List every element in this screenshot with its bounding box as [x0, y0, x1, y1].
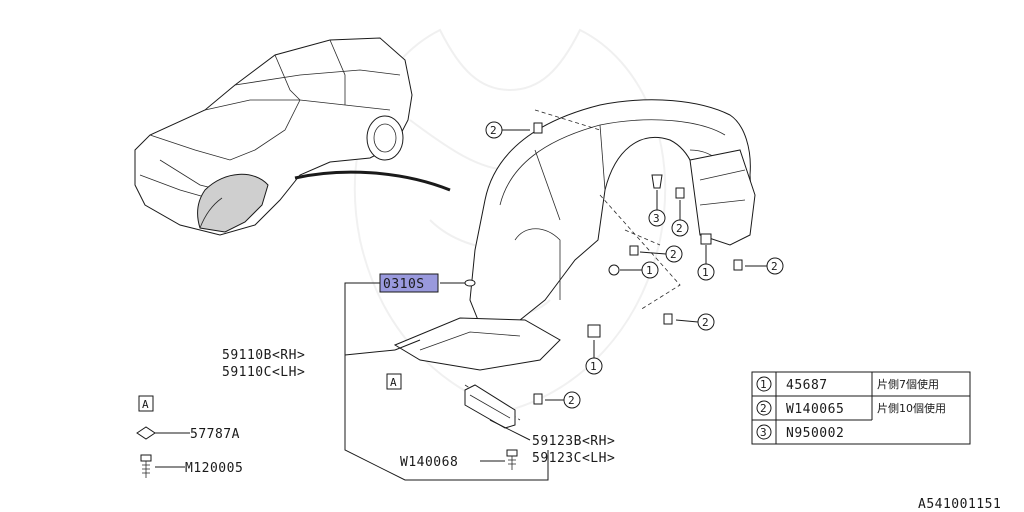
legend-part-1[interactable]: 45687 — [786, 378, 828, 393]
car-illustration — [134, 37, 451, 236]
callout-1-c[interactable]: 1 — [585, 324, 603, 375]
svg-text:1: 1 — [590, 360, 597, 373]
callout-1-a[interactable]: 1 — [608, 261, 659, 279]
svg-text:2: 2 — [771, 260, 778, 273]
highlight-box — [379, 273, 439, 293]
marker-a-box-left: A — [138, 395, 154, 412]
legend-row-2: 2 W140065 片側10個使用 — [756, 400, 946, 417]
svg-text:2: 2 — [490, 124, 497, 137]
callout-3[interactable]: 3 — [648, 174, 666, 227]
part-label-clip[interactable]: 57787A — [190, 427, 240, 442]
legend-part-2[interactable]: W140065 — [786, 402, 844, 417]
marker-a-box: A — [386, 373, 402, 390]
callout-2-f[interactable]: 2 — [533, 391, 581, 409]
part-label-fender-lh[interactable]: 59110C<LH> — [222, 365, 305, 380]
svg-text:1: 1 — [760, 378, 767, 391]
callout-2-b[interactable]: 2 — [629, 245, 683, 263]
legend-note-2: 片側10個使用 — [877, 402, 946, 415]
svg-text:3: 3 — [653, 212, 660, 225]
marker-a-text: A — [390, 376, 397, 389]
part-label-bracket-rh[interactable]: 59123B<RH> — [532, 434, 615, 449]
leader-lines — [155, 282, 549, 481]
legend-part-3[interactable]: N950002 — [786, 426, 844, 441]
part-label-bracket-lh[interactable]: 59123C<LH> — [532, 451, 615, 466]
diagram-code: A541001151 — [918, 497, 1001, 512]
clip-icon — [136, 426, 156, 440]
legend-table: 1 45687 片側7個使用 2 W140065 片側10個使用 3 N9500… — [751, 371, 971, 445]
bracket-drawing — [464, 384, 516, 429]
part-label-bracket-bolt[interactable]: W140068 — [400, 455, 458, 470]
highlight-label-0310s[interactable]: 0310S — [379, 273, 439, 293]
callouts: 2 1 2 3 2 1 — [485, 121, 784, 409]
callout-1-b[interactable]: 1 — [697, 233, 715, 281]
callout-2-d[interactable]: 2 — [733, 257, 784, 275]
legend-row-3: 3 N950002 — [756, 424, 844, 441]
svg-text:1: 1 — [702, 266, 709, 279]
part-label-fender-rh[interactable]: 59110B<RH> — [222, 348, 305, 363]
svg-text:1: 1 — [646, 264, 653, 277]
washer-icon — [464, 279, 476, 287]
svg-text:3: 3 — [760, 426, 767, 439]
svg-text:2: 2 — [760, 402, 767, 415]
marker-a-text-left: A — [142, 398, 149, 411]
bracket-bolt-icon — [506, 449, 518, 470]
fender-liner-drawing — [393, 99, 756, 421]
bolt-icon — [140, 454, 152, 478]
svg-text:2: 2 — [702, 316, 709, 329]
part-label-bolt[interactable]: M120005 — [185, 461, 243, 476]
callout-2-e[interactable]: 2 — [663, 313, 715, 331]
svg-text:2: 2 — [670, 248, 677, 261]
callout-2-top[interactable]: 2 — [485, 121, 543, 139]
legend-note-1: 片側7個使用 — [877, 378, 939, 391]
callout-2-c[interactable]: 2 — [671, 187, 689, 237]
svg-text:2: 2 — [568, 394, 575, 407]
legend-row-1: 1 45687 片側7個使用 — [756, 376, 939, 393]
highlight-label-text: 0310S — [383, 277, 425, 292]
svg-text:2: 2 — [676, 222, 683, 235]
